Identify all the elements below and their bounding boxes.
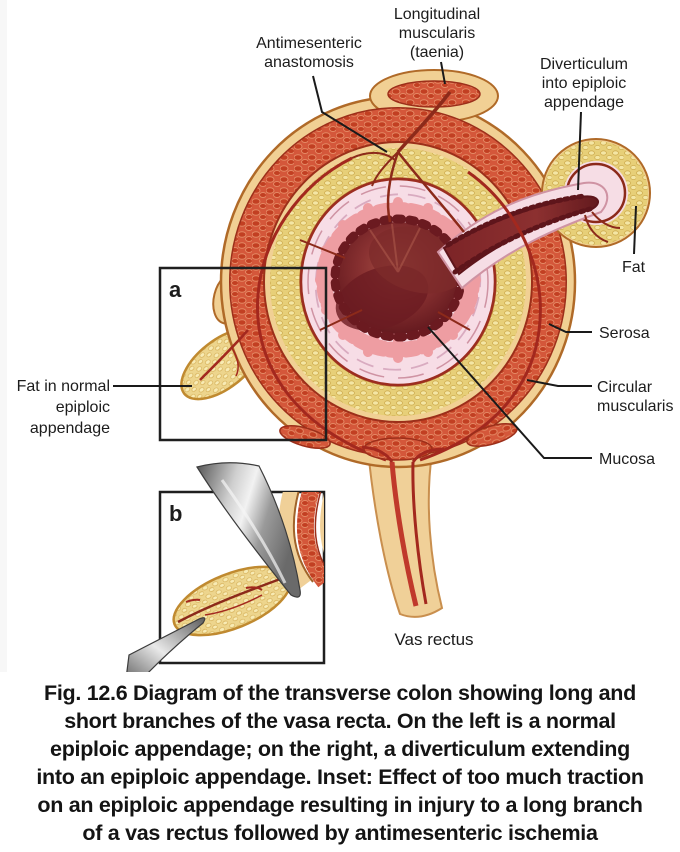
label-longitudinal-1: Longitudinal <box>394 6 480 23</box>
label-serosa: Serosa <box>599 325 650 342</box>
label-vas-rectus: Vas rectus <box>394 630 473 649</box>
label-longitudinal-3: (taenia) <box>410 44 464 61</box>
leader-mucosa <box>427 326 592 459</box>
inset-a-label: a <box>169 277 182 302</box>
caption-line-4: into an epiploic appendage. Inset: Effec… <box>36 765 644 789</box>
inset-b-label: b <box>169 501 182 526</box>
label-diverticulum-3: appendage <box>544 94 624 111</box>
leader-antimesenteric <box>312 75 388 153</box>
leader-taenia <box>440 61 446 85</box>
grasper-lower <box>125 617 206 680</box>
label-fat-normal-3: appendage <box>30 420 110 437</box>
leader-diverticulum <box>577 111 582 191</box>
label-longitudinal-2: muscularis <box>399 25 475 42</box>
label-mucosa: Mucosa <box>599 451 655 468</box>
figure-illustration: a b Antimesenteric anastomos <box>17 6 673 680</box>
leader-circular-muscularis <box>526 379 592 387</box>
label-antimesenteric-1: Antimesenteric <box>256 35 362 52</box>
label-fat: Fat <box>622 259 646 276</box>
caption-line-5: on an epiploic appendage resulting in in… <box>37 793 643 817</box>
mesentery-stalk <box>366 448 444 618</box>
label-fat-normal-2: epiploic <box>56 399 110 416</box>
label-antimesenteric-2: anastomosis <box>264 54 354 71</box>
figure-caption: Fig. 12.6 Diagram of the transverse colo… <box>0 672 680 852</box>
leader-lines <box>113 61 637 459</box>
fat-ring <box>270 148 526 416</box>
leader-fat <box>633 205 637 255</box>
label-circular-2: muscularis <box>597 398 673 415</box>
caption-line-2: short branches of the vasa recta. On the… <box>64 709 616 733</box>
vas-rectus-vessel <box>361 445 445 607</box>
taenia-oval-top <box>387 80 481 108</box>
taenia-ovals-bottom <box>279 423 518 461</box>
caption-line-3: epiploic appendage; on the right, a dive… <box>50 737 630 761</box>
inset-a-box <box>158 266 328 442</box>
leader-serosa <box>548 323 592 333</box>
caption-line-6: of a vas rectus followed by antimesenter… <box>82 821 598 845</box>
label-diverticulum-1: Diverticulum <box>540 56 628 73</box>
colon-diagram-svg: a b Antimesenteric anastomos <box>17 6 673 680</box>
label-circular-1: Circular <box>597 379 653 396</box>
page-edge-strip <box>0 0 7 852</box>
caption-line-1: Fig. 12.6 Diagram of the transverse colo… <box>44 681 636 705</box>
label-diverticulum-2: into epiploic <box>542 75 627 92</box>
label-fat-normal-1: Fat in normal <box>17 378 110 395</box>
lumen <box>330 214 468 342</box>
